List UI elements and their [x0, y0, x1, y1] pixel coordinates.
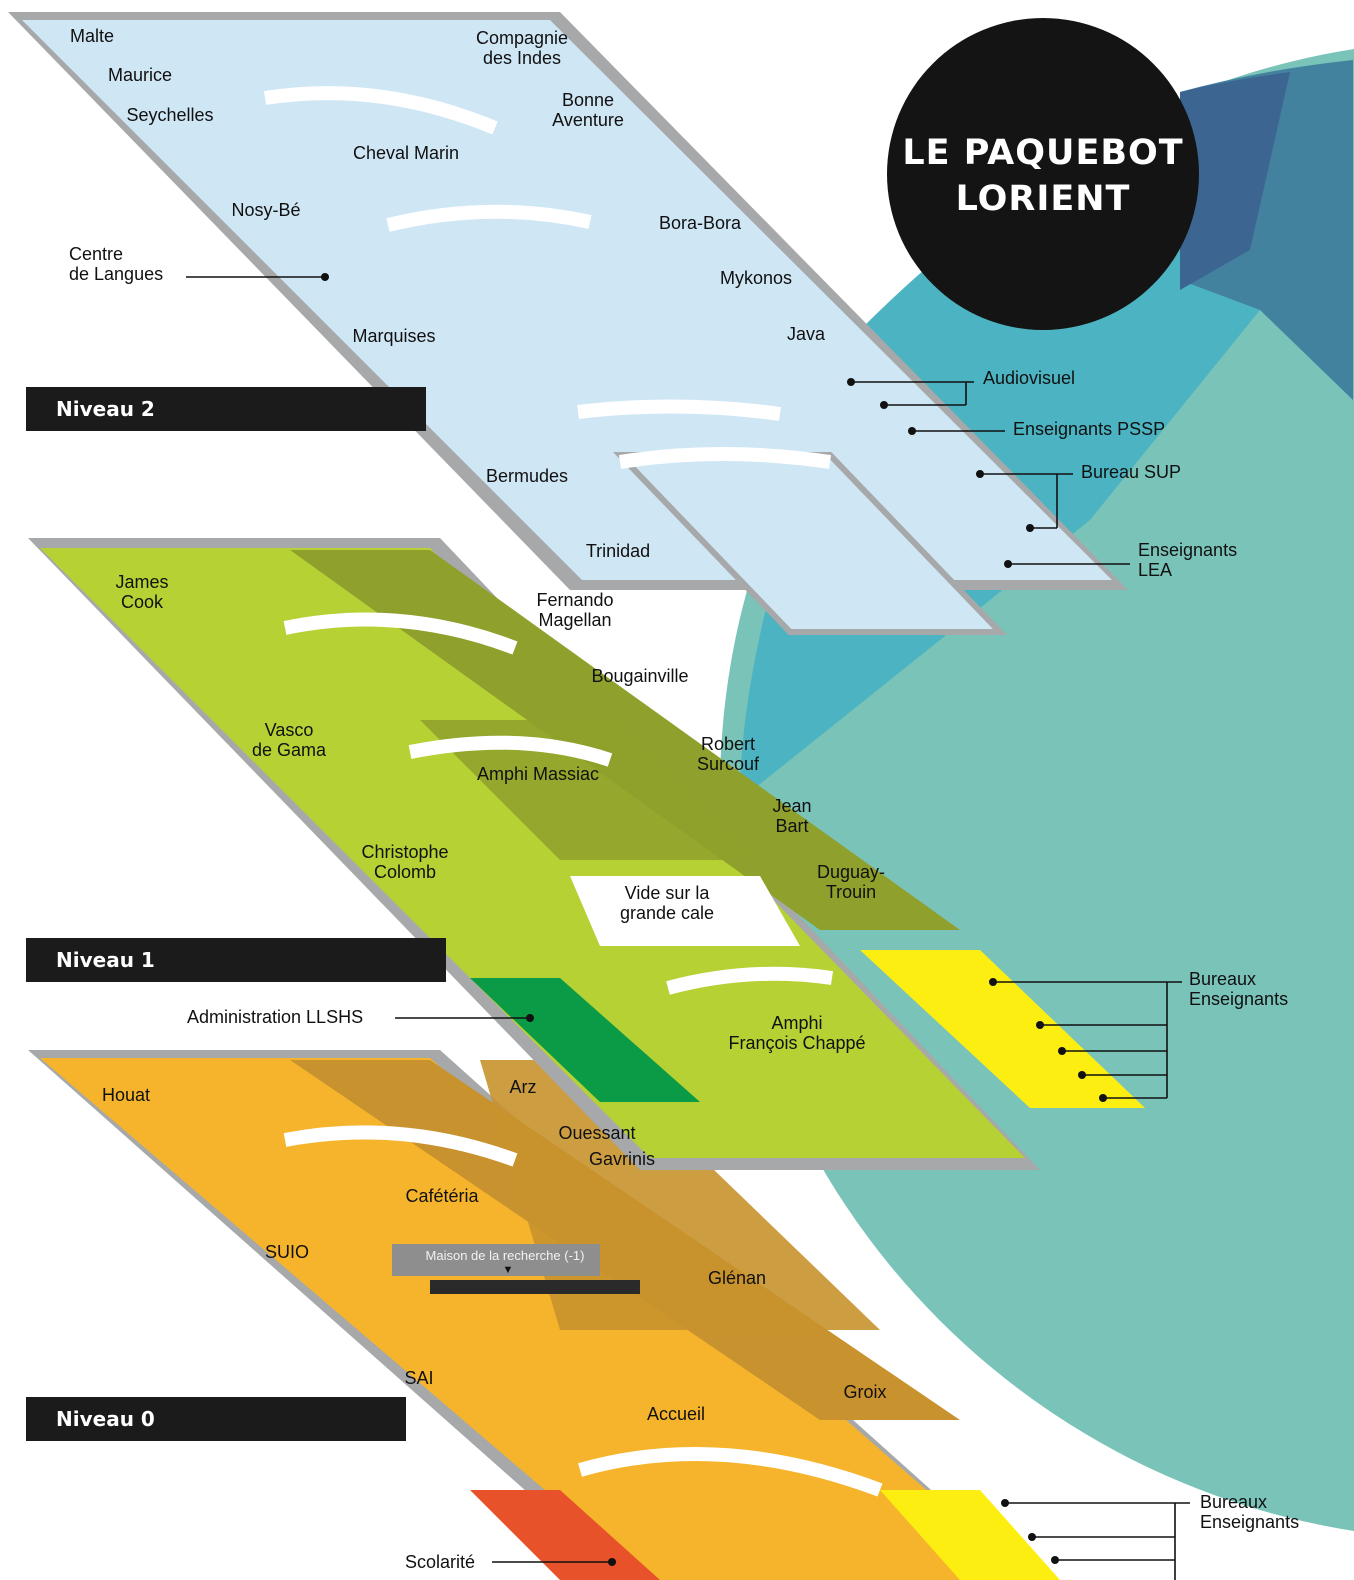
level-0-floor: [28, 1050, 1060, 1580]
room-label: Houat: [101, 1085, 151, 1105]
room-label: Glénan: [707, 1268, 767, 1288]
room-label: Seychelles: [126, 105, 214, 125]
level-2-arc-3: [577, 399, 781, 421]
room-label: Malte: [69, 26, 115, 46]
room-label: Accueil: [646, 1404, 706, 1424]
title-text: LE PAQUEBOT LORIENT: [902, 133, 1184, 219]
down-arrow-icon: ▼: [502, 1264, 514, 1276]
level-1-dark-zone-2: [420, 720, 760, 860]
room-label: Bermudes: [485, 466, 569, 486]
callout-bureaux-enseignants-1: Bureaux Enseignants: [1189, 969, 1289, 1009]
room-label: Bora-Bora: [658, 213, 742, 233]
room-label: Fernando Magellan: [536, 590, 614, 630]
room-label: Robert Surcouf: [696, 734, 760, 774]
room-label: Jean Bart: [772, 796, 812, 836]
stair-lines: [430, 1280, 640, 1294]
callout-enseignants-pssp: Enseignants PSSP: [1013, 419, 1166, 439]
level-bar-niveau-2: Niveau 2: [26, 387, 426, 431]
level-label: Niveau 0: [56, 1407, 155, 1431]
room-label: Arz: [509, 1077, 537, 1097]
room-label: Christophe Colomb: [361, 842, 449, 882]
room-label: Bougainville: [591, 666, 689, 686]
room-label: SAI: [404, 1368, 434, 1388]
callout-bureau-sup: Bureau SUP: [1081, 462, 1182, 482]
level-1-arc-1: [283, 612, 518, 655]
scolarite-area: [470, 1490, 660, 1580]
callout-lines: [186, 276, 1190, 1580]
blue-dark-band: [1180, 72, 1290, 290]
maison-recherche-box: [392, 1244, 600, 1276]
room-label: Ouessant: [558, 1123, 636, 1143]
room-label: James Cook: [115, 572, 169, 612]
title-circle: LE PAQUEBOT LORIENT: [887, 18, 1199, 330]
vide-grande-cale: [570, 876, 800, 946]
room-label: Vasco de Gama: [251, 720, 327, 760]
callout-enseignants-lea: Enseignants LEA: [1138, 540, 1238, 580]
level-0-arc-2: [578, 1447, 883, 1497]
room-label: Java: [786, 324, 826, 344]
callout-scolarite: Scolarité: [405, 1552, 476, 1572]
room-label: SUIO: [264, 1242, 310, 1262]
level-1-arc-3: [666, 966, 834, 995]
room-label: Maurice: [107, 65, 173, 85]
room-label: Gavrinis: [588, 1149, 656, 1169]
level-0-offices: [880, 1490, 1060, 1580]
room-label: Compagnie des Indes: [475, 28, 569, 68]
callout-centre-langues: Centre de Langues: [69, 244, 164, 284]
level-1-arc-2: [408, 735, 613, 767]
room-label: Amphi François Chappé: [728, 1013, 866, 1053]
room-label: Cafétéria: [405, 1186, 479, 1206]
callout-audiovisuel: Audiovisuel: [983, 368, 1076, 388]
level-2-arc-2: [386, 204, 592, 232]
level-2-arc-4: [618, 447, 832, 469]
level-0-arc-1: [283, 1125, 518, 1167]
room-label: Bonne Aventure: [552, 90, 624, 130]
level-2-floor: [8, 12, 1128, 635]
room-label: Amphi Massiac: [476, 764, 600, 784]
room-label: Trinidad: [585, 541, 651, 561]
room-label: Duguay- Trouin: [816, 862, 886, 902]
maison-recherche-label: Maison de la recherche (-1): [425, 1248, 585, 1263]
level-2-arc-1: [263, 86, 498, 135]
admin-llshs-area: [470, 978, 700, 1102]
level-1-offices: [860, 950, 1145, 1108]
room-label: Groix: [843, 1382, 887, 1402]
level-1-floor: [28, 538, 1145, 1170]
room-label: Mykonos: [719, 268, 793, 288]
level-bar-niveau-0: Niveau 0: [26, 1397, 406, 1441]
level-label: Niveau 2: [56, 397, 155, 421]
room-label: Cheval Marin: [352, 143, 460, 163]
level-2-slab: [22, 20, 1112, 580]
callout-bureaux-enseignants-0: Bureaux Enseignants: [1200, 1492, 1300, 1532]
level-label: Niveau 1: [56, 948, 155, 972]
level-1-slab: [40, 548, 1025, 1158]
level-bar-niveau-1: Niveau 1: [26, 938, 446, 982]
room-label: Vide sur la grande cale: [619, 883, 715, 923]
callout-dots: [321, 273, 1107, 1566]
callout-administration-llshs: Administration LLSHS: [187, 1007, 364, 1027]
level-0-slab: [40, 1058, 1030, 1580]
room-label: Nosy-Bé: [231, 200, 301, 220]
room-label: Marquises: [352, 326, 436, 346]
